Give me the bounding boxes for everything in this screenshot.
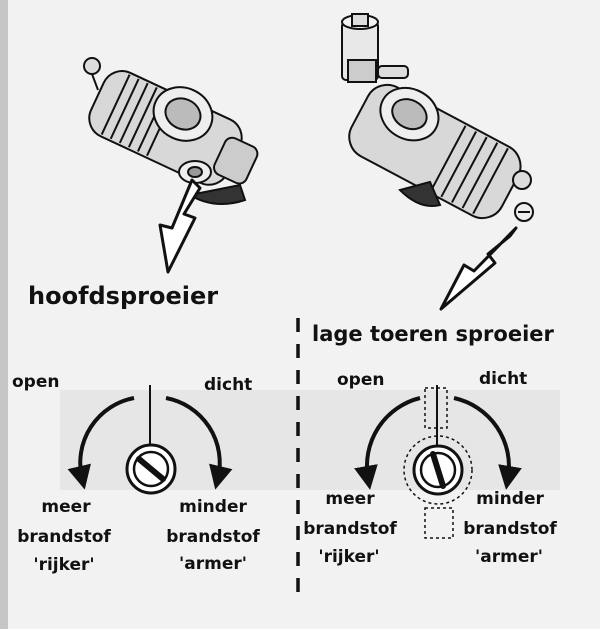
left-rotation-arrow-leaner-icon (165, 396, 233, 490)
left-open-label: open (12, 372, 60, 392)
page-edge-shadow (0, 0, 8, 629)
left-carburetor-icon (83, 57, 259, 205)
right-leaner-line-2: brandstof (463, 519, 557, 539)
left-needle-screw-icon (125, 443, 177, 495)
right-open-label: open (337, 370, 385, 390)
main-jet-title: hoofdsproeier (28, 282, 219, 310)
right-leaner-line-1: minder (476, 489, 544, 509)
left-leaner-line-2: brandstof (166, 527, 260, 547)
left-leaner-line-1: minder (179, 497, 247, 517)
left-leaner-line-3: 'armer' (179, 554, 247, 574)
right-needle-screw-icon (412, 444, 464, 496)
low-speed-needle-title: lage toeren sproeier (312, 322, 554, 346)
right-richer-line-1: meer (325, 489, 375, 509)
right-pointer-arrow-icon (439, 226, 518, 311)
right-leaner-line-3: 'armer' (475, 547, 543, 567)
left-richer-line-1: meer (41, 497, 91, 517)
left-pointer-arrow-icon (158, 178, 202, 274)
right-rotation-arrow-leaner-icon (453, 396, 522, 490)
left-richer-line-2: brandstof (17, 527, 111, 547)
right-carburetor-icon (341, 13, 534, 222)
right-closed-label: dicht (479, 369, 528, 389)
left-richer-line-3: 'rijker' (33, 555, 95, 575)
right-richer-line-3: 'rijker' (318, 547, 380, 567)
left-closed-label: dicht (204, 375, 253, 395)
right-rotation-arrow-richer-icon (354, 396, 421, 490)
left-rotation-arrow-richer-icon (67, 396, 135, 490)
right-richer-line-2: brandstof (303, 519, 397, 539)
